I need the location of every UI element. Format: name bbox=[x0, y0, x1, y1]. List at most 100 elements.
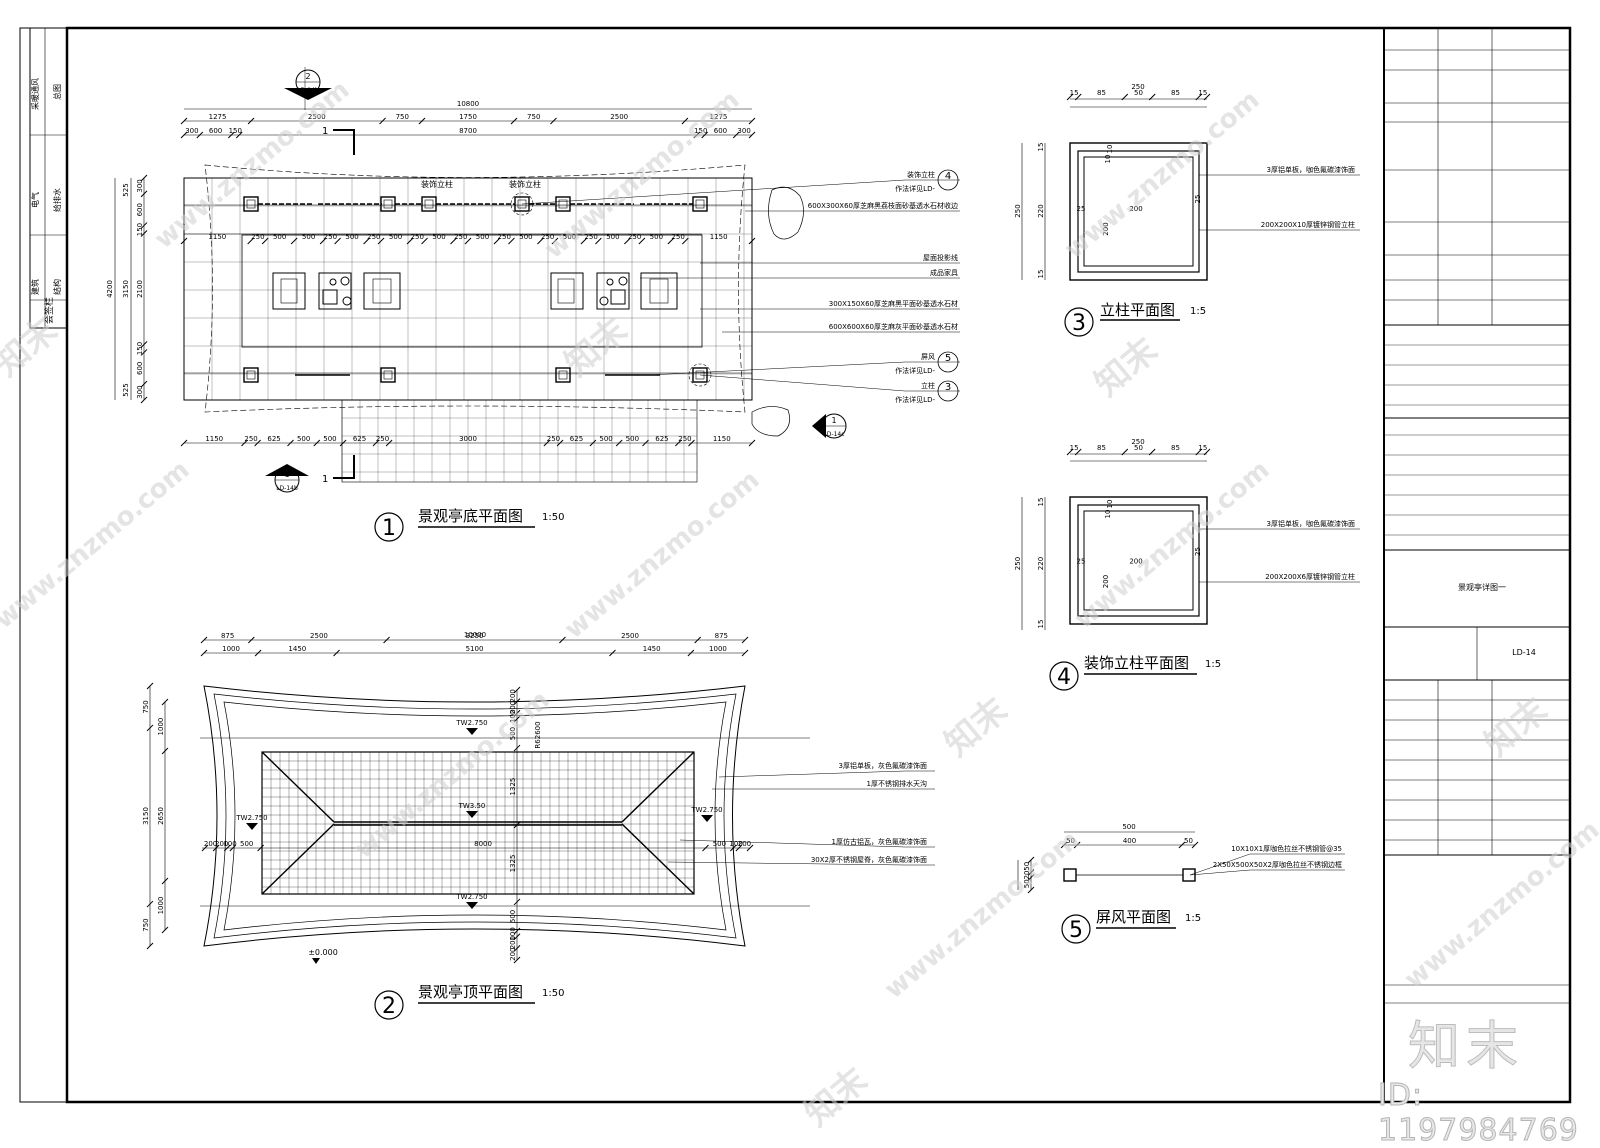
dimension-text: 25 bbox=[1194, 547, 1202, 556]
dimension-text: 600 bbox=[136, 203, 144, 216]
callout-text: 300X150X60厚芝麻黑平面砂基透水石材 bbox=[829, 299, 958, 308]
column-core bbox=[383, 370, 393, 380]
dimension-tick bbox=[1066, 93, 1074, 101]
dimension-text: 10800 bbox=[457, 100, 479, 108]
sheet-frame bbox=[19, 26, 1572, 1104]
callout-text: 200X200X6厚镀锌钢管立柱 bbox=[1265, 572, 1355, 581]
dimension-text: 250 bbox=[1014, 557, 1022, 570]
dimension-text: 250 bbox=[251, 233, 264, 241]
callout-text: 作法详见LD- bbox=[895, 184, 935, 193]
dimension-tick bbox=[261, 237, 269, 245]
detail-ref-number: 3 bbox=[945, 382, 951, 393]
column-label: 装饰立柱 bbox=[509, 179, 541, 189]
elevation-marker bbox=[466, 811, 478, 818]
dimension-text: 750 bbox=[396, 113, 409, 121]
dimension-tick bbox=[513, 956, 521, 964]
dimension-tick bbox=[212, 844, 220, 852]
dimension-text: 85 bbox=[1171, 89, 1180, 97]
dimension-text: 4200 bbox=[106, 280, 114, 298]
dimension-tick bbox=[254, 649, 262, 657]
dimension-text: 1150 bbox=[205, 435, 223, 443]
dimension-text: 300 bbox=[136, 179, 144, 192]
dimension-tick bbox=[385, 439, 393, 447]
detail5-title: 屏风平面图 bbox=[1096, 908, 1171, 926]
dimension-text: 220 bbox=[1037, 204, 1045, 217]
detail-ref-circle bbox=[937, 380, 959, 402]
dimension-text: 220 bbox=[1037, 557, 1045, 570]
dimension-text: 5100 bbox=[466, 645, 484, 653]
dimension-text: 625 bbox=[570, 435, 583, 443]
dimension-tick bbox=[418, 117, 426, 125]
dimension-tick bbox=[161, 747, 169, 755]
dimension-tick bbox=[580, 237, 588, 245]
dimension-text: 250 bbox=[678, 435, 691, 443]
dimension-text: 750 bbox=[142, 700, 150, 713]
roof-tiles bbox=[261, 751, 695, 894]
dimension-tick bbox=[624, 237, 631, 245]
callout-text: 30X2厚不锈钢屋脊，灰色氟碳漆饰面 bbox=[811, 855, 927, 864]
column bbox=[243, 196, 259, 212]
dimension-text: 500 bbox=[302, 233, 315, 241]
dimension-text: 1150 bbox=[208, 233, 226, 241]
dimension-text: 500 bbox=[509, 910, 517, 923]
dimension-tick bbox=[1074, 93, 1082, 101]
detail3-title: 立柱平面图 bbox=[1100, 301, 1175, 319]
dimension-tick bbox=[161, 877, 169, 885]
detail5-scale: 1:5 bbox=[1185, 913, 1201, 924]
leader-line bbox=[679, 839, 906, 848]
svg-text:LD-14b: LD-14b bbox=[297, 87, 319, 94]
dimension-tick bbox=[290, 237, 298, 245]
plan2-number: 2 bbox=[382, 994, 396, 1019]
dimension-tick bbox=[339, 439, 347, 447]
dimension-text: 1750 bbox=[459, 113, 477, 121]
elevation-marker bbox=[701, 815, 713, 822]
dimension-tick bbox=[543, 439, 551, 447]
title-block: 景观亭详图一 LD-14 bbox=[1384, 28, 1570, 1004]
section-marker-top: 2 LD-14b bbox=[284, 67, 332, 110]
dimension-tick bbox=[161, 698, 169, 706]
dimension-text: 1450 bbox=[643, 645, 661, 653]
dimension-text: 625 bbox=[655, 435, 668, 443]
dimension-text: 1000 bbox=[709, 645, 727, 653]
dimension-text: 500 bbox=[519, 233, 532, 241]
dimension-tick bbox=[595, 237, 602, 245]
dimension-text: 500 bbox=[389, 233, 402, 241]
dimension-text: 200 bbox=[509, 689, 517, 702]
dimension-tick bbox=[254, 439, 261, 447]
dimension-tick bbox=[513, 945, 521, 952]
dimension-text: 2500 bbox=[310, 632, 328, 640]
dimension-tick bbox=[1027, 869, 1035, 876]
dimension-text: 200 bbox=[215, 840, 228, 848]
dimension-text: 15 bbox=[1037, 270, 1045, 279]
svg-text:2: 2 bbox=[305, 72, 310, 81]
callout-circle bbox=[510, 192, 534, 216]
column-core bbox=[558, 199, 568, 209]
columns bbox=[243, 192, 712, 387]
dimension-text: 15 bbox=[1198, 89, 1207, 97]
dimension-tick bbox=[1074, 448, 1082, 456]
dimension-tick bbox=[748, 131, 756, 139]
dimension-text: 500 bbox=[563, 233, 576, 241]
dimension-text: 200 bbox=[509, 948, 517, 961]
dimension-tick bbox=[559, 636, 566, 644]
column-core bbox=[246, 370, 256, 380]
dimension-tick bbox=[513, 933, 521, 941]
dimension-text: 1000 bbox=[157, 718, 165, 736]
dimension-tick bbox=[140, 380, 148, 388]
dimension-tick bbox=[735, 844, 743, 852]
dimension-tick bbox=[146, 942, 154, 950]
dimension-tick bbox=[513, 898, 521, 906]
svg-text:LD-14c: LD-14c bbox=[823, 431, 844, 438]
dimension-text: 8000 bbox=[474, 840, 492, 848]
dimension-tick bbox=[241, 439, 248, 447]
dimension-text: 300 bbox=[737, 127, 750, 135]
elevation-text: TW3.50 bbox=[458, 802, 486, 810]
callout-text: 600X300X60厚芝麻黑荔枝面砂基透水石材收边 bbox=[808, 201, 958, 210]
dimension-tick bbox=[1121, 448, 1129, 456]
dimension-tick bbox=[513, 744, 521, 752]
strip-label: 结构 bbox=[52, 279, 62, 295]
dimension-text: 500 bbox=[323, 435, 336, 443]
elevation-text: TW2.750 bbox=[235, 814, 267, 822]
callout-text: 屋面投影线 bbox=[923, 253, 958, 262]
